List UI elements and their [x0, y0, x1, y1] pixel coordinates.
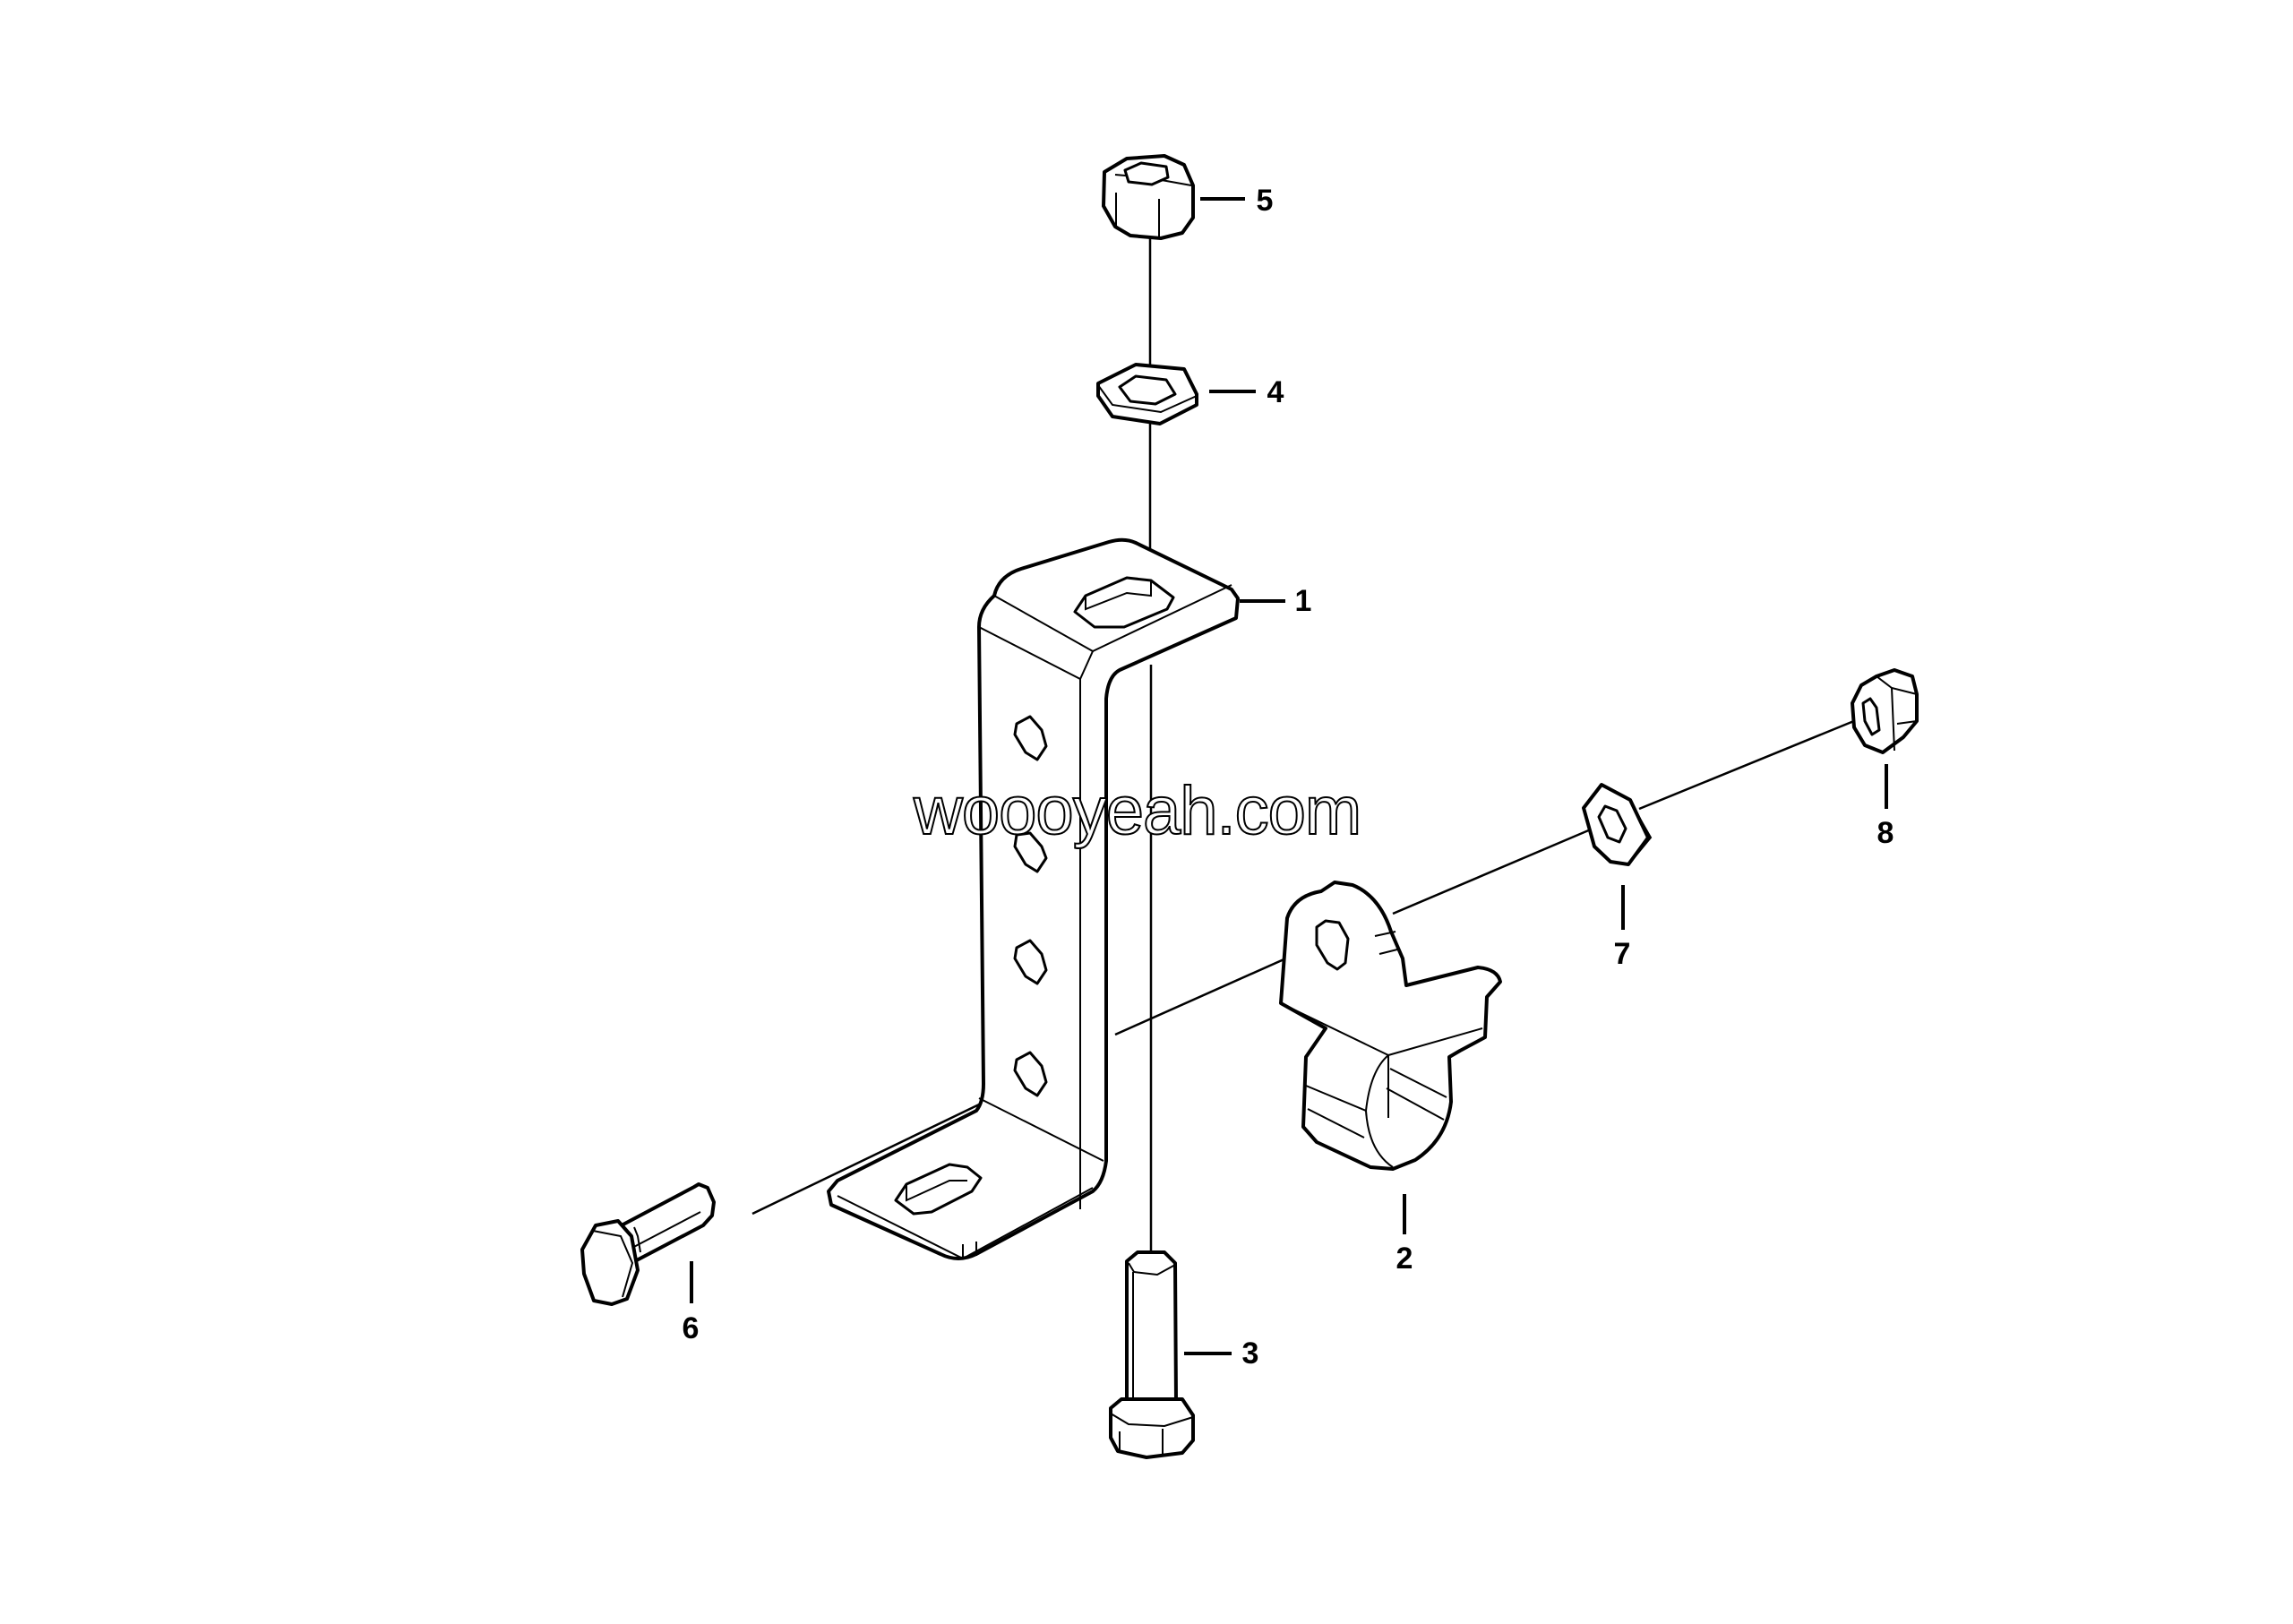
- part-label-7: 7: [1613, 937, 1631, 971]
- part-label-6: 6: [682, 1311, 700, 1345]
- part-label-8: 8: [1876, 816, 1894, 850]
- part-label-2: 2: [1396, 1242, 1413, 1276]
- nut-8-icon: [1851, 668, 1919, 754]
- part-label-5: 5: [1256, 184, 1274, 218]
- washer-7-icon: [1582, 783, 1653, 866]
- part-label-4: 4: [1267, 375, 1284, 409]
- bolt-6-icon: [580, 1182, 716, 1306]
- leader-lines: [690, 197, 1888, 1355]
- part-label-1: 1: [1294, 584, 1312, 618]
- clamp-2-icon: [1279, 881, 1502, 1171]
- part-label-3: 3: [1241, 1336, 1259, 1371]
- washer-4-icon: [1096, 363, 1198, 425]
- bolt-3-icon: [1109, 1250, 1195, 1459]
- watermark: woooyeah.com: [913, 772, 1362, 850]
- nut-5-icon: [1102, 154, 1195, 240]
- bracket-1-icon: [827, 537, 1240, 1260]
